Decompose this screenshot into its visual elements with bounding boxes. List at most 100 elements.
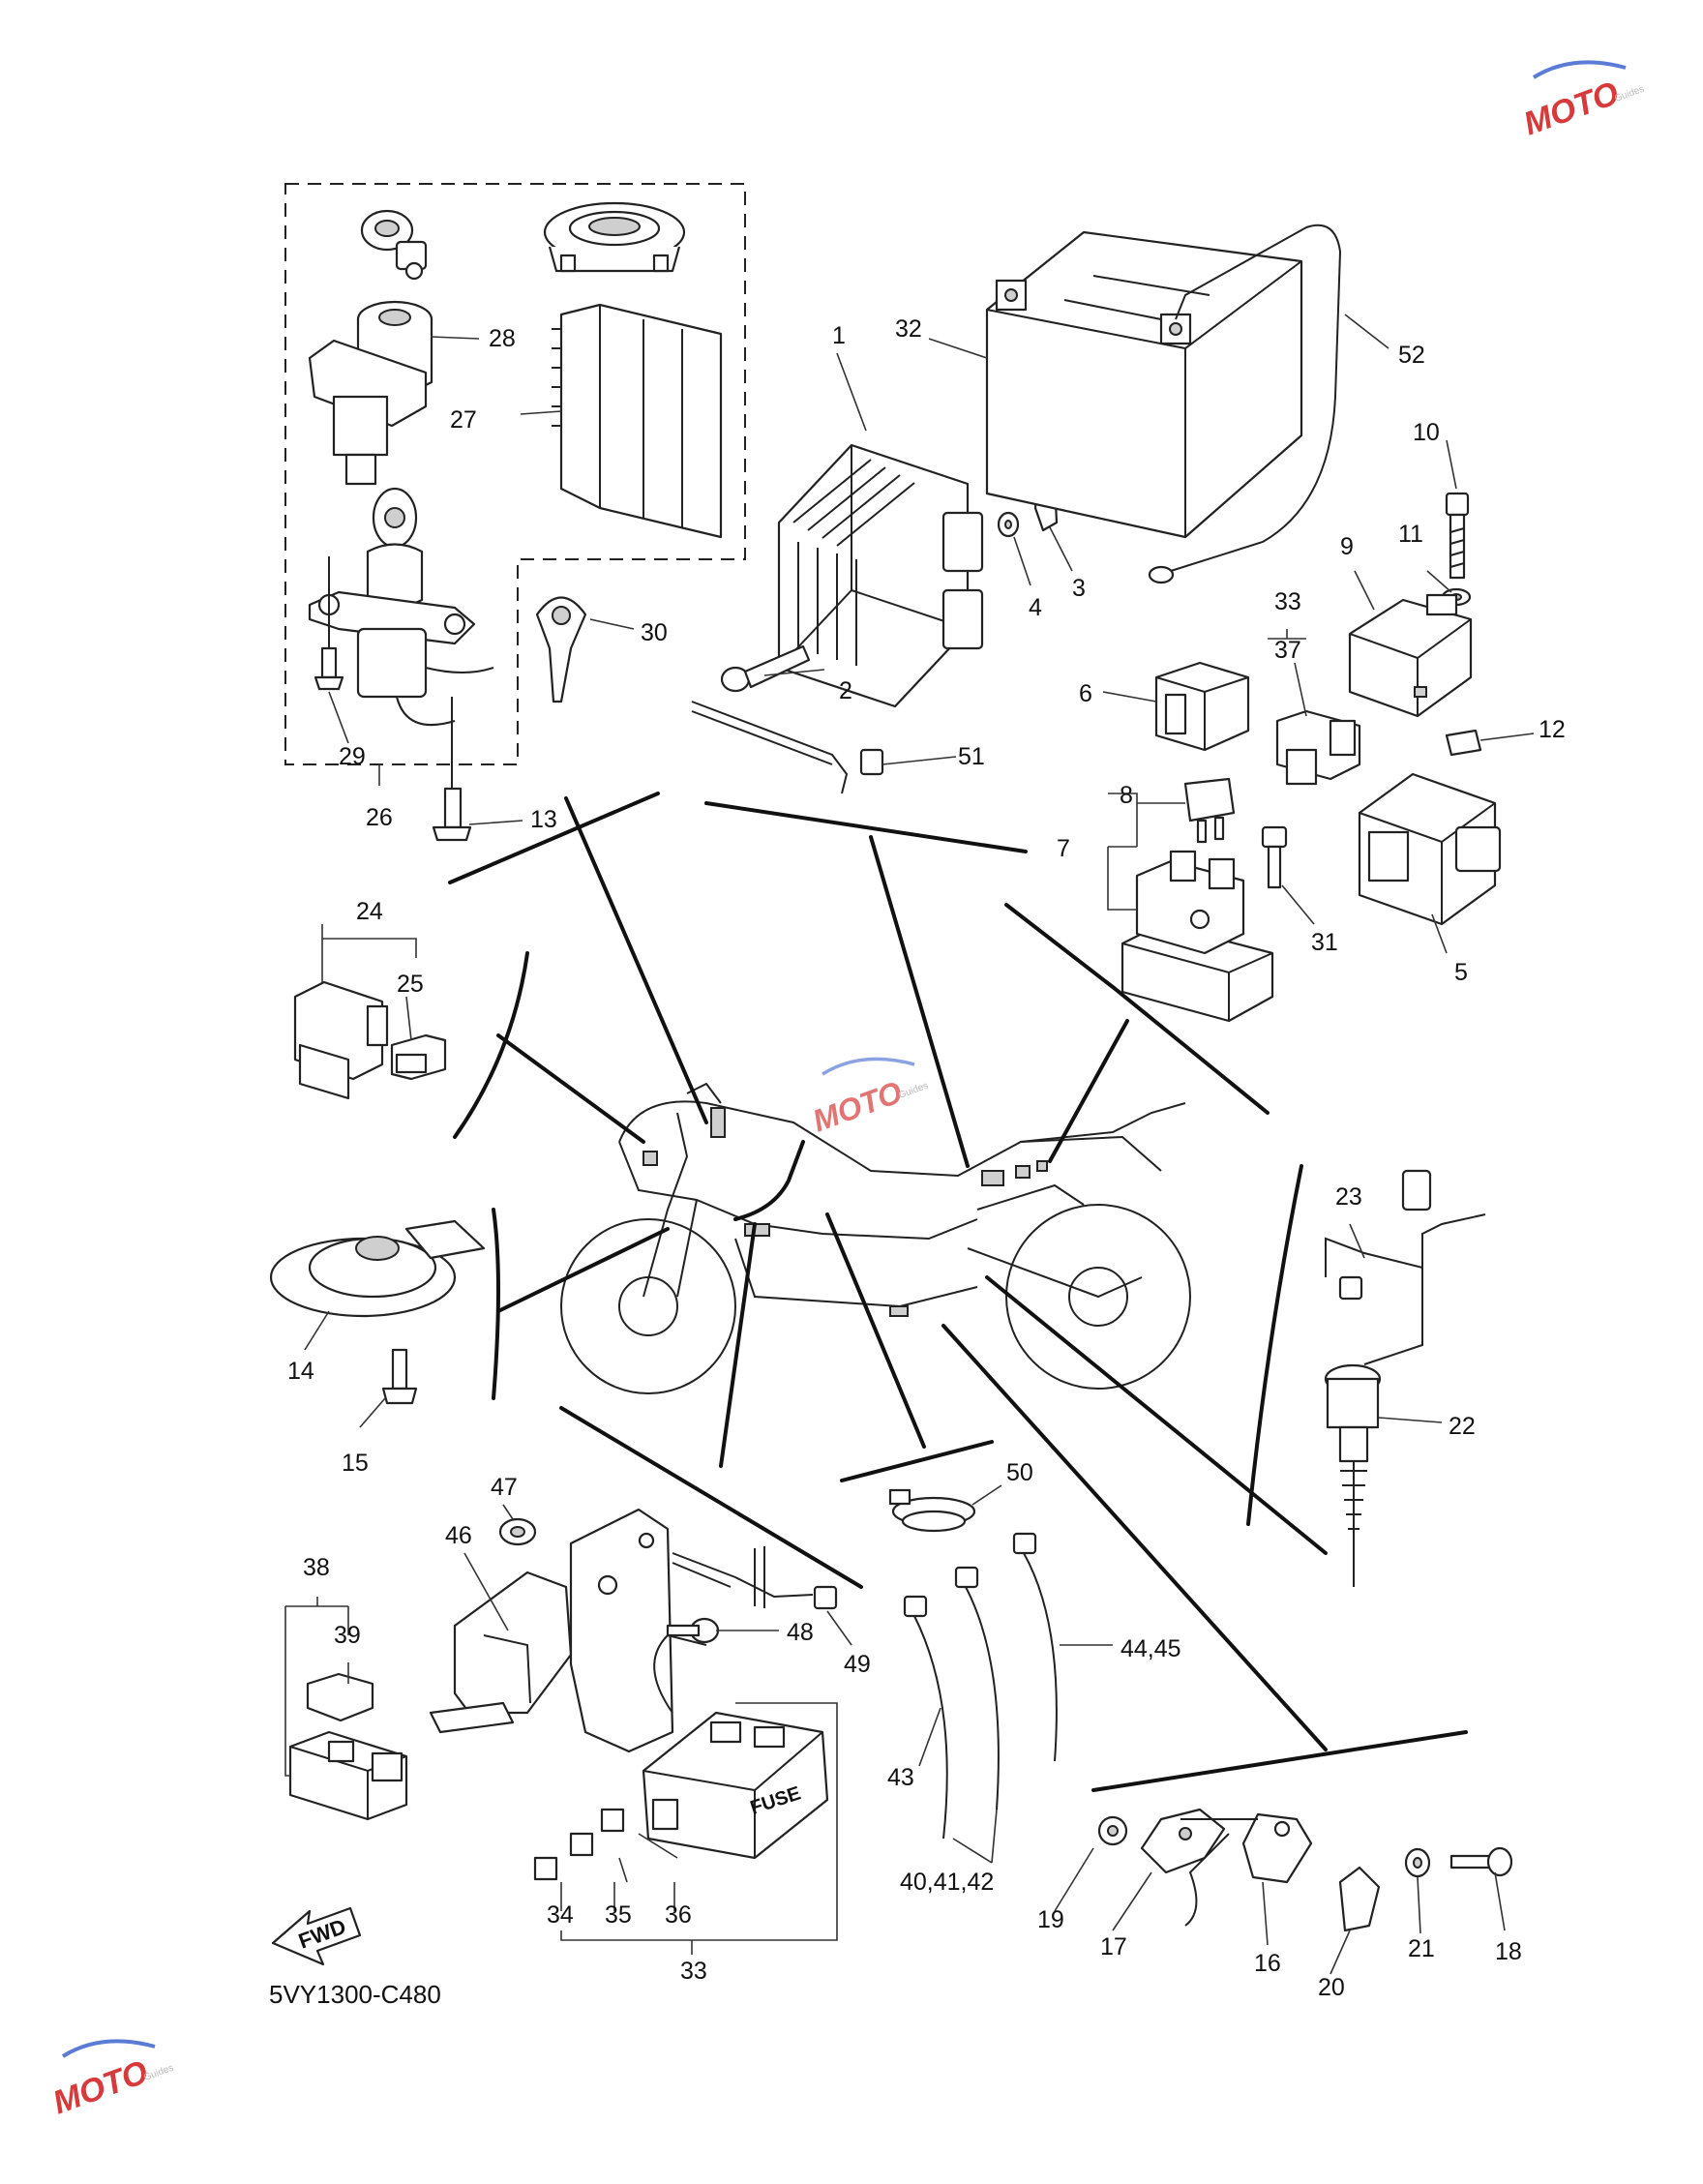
motorcycle-silhouette — [560, 1082, 1191, 1394]
cover-25 — [390, 1033, 447, 1081]
callout-47: 47 — [491, 1474, 518, 1501]
bolt-15 — [381, 1348, 418, 1405]
main-switch-lower — [308, 487, 494, 727]
callout-43: 43 — [887, 1764, 914, 1791]
callout-38: 38 — [303, 1554, 330, 1581]
horn-14 — [269, 1219, 486, 1318]
watermark-text: MOTO — [808, 1074, 907, 1138]
callout-29: 29 — [339, 743, 366, 770]
callout-5: 5 — [1454, 959, 1468, 986]
watermark-subtext: Guides — [1613, 84, 1646, 105]
callout-34: 34 — [547, 1901, 574, 1929]
bolt-2 — [720, 644, 811, 693]
connector-39 — [306, 1672, 374, 1722]
callout-26: 26 — [366, 804, 393, 831]
callout-23: 23 — [1335, 1183, 1362, 1211]
watermark-top-right: MOTO Guides — [1519, 60, 1646, 143]
callout-36: 36 — [665, 1901, 692, 1929]
wire-harness-51 — [691, 701, 884, 794]
callout-31: 31 — [1311, 929, 1338, 956]
bracket-plate — [569, 1508, 674, 1753]
callout-13: 13 — [530, 806, 557, 833]
unit-5 — [1358, 772, 1502, 926]
fuel-cap — [543, 201, 686, 273]
callout-9: 9 — [1340, 533, 1354, 560]
relay-38 — [288, 1730, 408, 1821]
watermark-center: MOTO Guides — [808, 1057, 930, 1139]
rectifier-regulator — [777, 443, 984, 708]
section-lines — [448, 792, 1468, 1792]
grommet-47 — [498, 1517, 537, 1546]
lock-cylinder — [360, 209, 428, 281]
watermark-subtext: Guides — [897, 1081, 930, 1101]
callout-1: 1 — [832, 322, 846, 349]
fuse-8 — [1183, 777, 1236, 844]
bracket-46 — [429, 1571, 573, 1734]
ecu-unit — [552, 303, 723, 539]
battery — [985, 230, 1303, 539]
callout-30: 30 — [641, 619, 668, 646]
relay-24 — [293, 980, 389, 1100]
callout-14: 14 — [287, 1358, 314, 1385]
bracket-16 — [1180, 1812, 1313, 1927]
callout-50: 50 — [1006, 1459, 1033, 1486]
watermark-subtext: Guides — [142, 2063, 175, 2083]
watermark-text: MOTO — [1519, 75, 1624, 142]
tie-43 — [903, 1595, 948, 1840]
harness-23 — [1325, 1169, 1486, 1301]
switch-17 — [1140, 1808, 1226, 1874]
relay-6 — [1154, 661, 1250, 752]
callout-51: 51 — [958, 743, 985, 770]
callout-27: 27 — [450, 406, 477, 434]
harness-49 — [672, 1546, 838, 1610]
fwd-arrow-icon: FWD — [271, 1906, 362, 1966]
washer-4 — [997, 511, 1020, 538]
diagram-code: 5VY1300-C480 — [269, 1980, 441, 2009]
callout-3: 3 — [1072, 575, 1086, 602]
callout-6: 6 — [1079, 680, 1092, 707]
callout-44-45: 44,45 — [1120, 1635, 1181, 1662]
callout-10: 10 — [1413, 419, 1440, 446]
tie-40 — [954, 1566, 1000, 1810]
main-switch-upper — [308, 300, 433, 486]
callout-11: 11 — [1398, 521, 1423, 548]
callout-35: 35 — [605, 1901, 632, 1929]
callout-8: 8 — [1120, 782, 1133, 809]
bolt-18 — [1449, 1846, 1513, 1877]
watermark-bottom-left: MOTO Guides — [48, 2039, 175, 2122]
callout-33-top: 33 — [1274, 588, 1301, 615]
callout-46: 46 — [445, 1522, 472, 1549]
callout-32: 32 — [895, 315, 922, 343]
callout-leaders — [284, 314, 1535, 1975]
callout-4: 4 — [1029, 594, 1042, 621]
connector-37 — [1275, 709, 1361, 786]
bolt-48 — [666, 1617, 720, 1644]
washer-21 — [1404, 1847, 1431, 1878]
callout-19: 19 — [1037, 1906, 1064, 1933]
cover-20 — [1338, 1866, 1381, 1932]
bolt-13 — [432, 697, 472, 842]
battery-cable-52 — [1148, 224, 1342, 584]
callout-25: 25 — [397, 971, 424, 998]
callout-49: 49 — [844, 1651, 871, 1678]
relay-9 — [1348, 593, 1473, 718]
callout-labels: 1 2 3 4 5 6 7 8 9 10 11 12 13 14 15 16 1… — [287, 315, 1566, 2001]
bolt-31 — [1261, 825, 1288, 889]
group-26-dashed-outline — [284, 183, 746, 765]
callout-18: 18 — [1495, 1938, 1522, 1965]
callout-33-bottom: 33 — [680, 1958, 707, 1985]
callout-20: 20 — [1318, 1974, 1345, 2001]
callout-39: 39 — [334, 1622, 361, 1649]
callout-40-41-42: 40,41,42 — [900, 1869, 994, 1896]
callout-37: 37 — [1274, 637, 1301, 664]
nut-19 — [1097, 1815, 1128, 1846]
callout-17: 17 — [1100, 1933, 1127, 1960]
callout-24: 24 — [356, 898, 383, 925]
fuses-34-36 — [533, 1808, 625, 1881]
callout-21: 21 — [1408, 1935, 1435, 1962]
fuse-box: FUSE — [642, 1633, 829, 1860]
callout-15: 15 — [342, 1450, 369, 1477]
callout-52: 52 — [1398, 342, 1425, 369]
starter-relay-7 — [1120, 850, 1274, 1023]
